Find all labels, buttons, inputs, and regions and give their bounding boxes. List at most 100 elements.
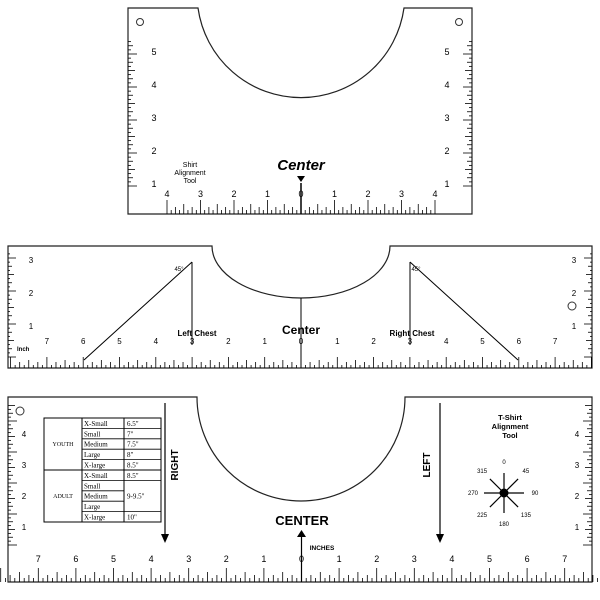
size-group-label: ADULT xyxy=(53,494,73,500)
bottom-center-label: CENTER xyxy=(275,513,329,528)
compass-label: 225 xyxy=(477,513,488,519)
top-ruler-hole-left xyxy=(136,18,144,26)
size-name: Large xyxy=(84,451,100,459)
compass-center-icon xyxy=(499,488,509,498)
mid-right-v-label: 3 xyxy=(572,256,577,265)
top-h-label: 2 xyxy=(365,189,370,199)
bot-h-label: 1 xyxy=(261,554,266,564)
top-right-v-label: 5 xyxy=(444,47,449,57)
size-name: Medium xyxy=(84,493,108,501)
mid-h-label: 4 xyxy=(444,337,449,346)
top-right-v-label: 2 xyxy=(444,146,449,156)
size-name: Medium xyxy=(84,441,108,449)
right-label: RIGHT xyxy=(170,449,181,480)
bot-left-v-label: 3 xyxy=(22,461,27,470)
mid-h-label: 1 xyxy=(262,337,267,346)
bottom-ruler: 76543210123456743214321 RIGHT LEFT CENTE… xyxy=(0,396,598,583)
top-right-v-label: 3 xyxy=(444,113,449,123)
size-value: 6.5" xyxy=(127,420,139,428)
mid-left-v-label: 1 xyxy=(29,322,34,331)
mid-h-label: 5 xyxy=(480,337,485,346)
mid-h-label: 2 xyxy=(371,337,376,346)
mid-h-label: 7 xyxy=(45,337,50,346)
bottom-brand-line-2: Alignment xyxy=(492,422,529,431)
right-chest-label: Right Chest xyxy=(390,329,435,338)
bot-h-label: 2 xyxy=(374,554,379,564)
bot-h-label: 5 xyxy=(487,554,492,564)
left-chest-label: Left Chest xyxy=(177,329,216,338)
top-h-label: 3 xyxy=(198,189,203,199)
bot-right-v-label: 3 xyxy=(575,461,580,470)
top-left-v-label: 3 xyxy=(151,113,156,123)
size-value: 8" xyxy=(127,451,134,459)
top-left-v-label: 5 xyxy=(151,47,156,57)
top-right-v-label: 4 xyxy=(444,80,449,90)
mid-h-label: 5 xyxy=(117,337,122,346)
top-center-arrow-icon xyxy=(297,176,305,182)
mid-unit-label: Inch xyxy=(17,347,30,353)
top-h-label: 3 xyxy=(399,189,404,199)
mid-left-v-label: 3 xyxy=(29,256,34,265)
top-ruler-outline xyxy=(127,7,473,215)
bot-h-label: 7 xyxy=(562,554,567,564)
top-h-label: 1 xyxy=(265,189,270,199)
inches-label: INCHES xyxy=(310,545,335,552)
size-group-label: YOUTH xyxy=(53,442,75,448)
compass-label: 45 xyxy=(523,469,530,475)
bottom-ruler-ticks xyxy=(0,405,598,582)
top-ruler-ticks xyxy=(128,41,472,214)
top-h-label: 4 xyxy=(432,189,437,199)
size-name: Small xyxy=(84,482,100,490)
bot-right-v-label: 2 xyxy=(575,492,580,501)
bot-h-label: 7 xyxy=(36,554,41,564)
mid-h-label: 4 xyxy=(154,337,159,346)
size-value: 7.5" xyxy=(127,441,139,449)
bot-h-label: 3 xyxy=(186,554,191,564)
size-value: 7" xyxy=(127,430,134,438)
bot-h-label: 3 xyxy=(412,554,417,564)
top-h-label: 2 xyxy=(231,189,236,199)
bot-right-v-label: 1 xyxy=(575,523,580,532)
size-name: Large xyxy=(84,503,100,511)
bot-h-label: 6 xyxy=(525,554,530,564)
size-value: 9-9.5" xyxy=(127,493,145,501)
bot-h-label: 1 xyxy=(337,554,342,564)
top-ruler-hole-right xyxy=(455,18,463,26)
size-value: 8.5" xyxy=(127,472,139,480)
bottom-center-arrow-icon xyxy=(297,530,306,537)
bot-right-v-label: 4 xyxy=(575,430,580,439)
compass-label: 0 xyxy=(502,460,506,466)
bot-left-v-label: 4 xyxy=(22,430,27,439)
bottom-brand-line-1: T-Shirt xyxy=(498,413,522,422)
bot-left-v-label: 2 xyxy=(22,492,27,501)
mid-right-v-label: 1 xyxy=(572,322,577,331)
top-ruler: 4321012345432154321 Shirt Alignment Tool… xyxy=(127,7,473,215)
bot-h-label: 4 xyxy=(449,554,454,564)
middle-ruler-hole xyxy=(567,301,577,311)
mid-right-v-label: 2 xyxy=(572,289,577,298)
top-right-v-label: 1 xyxy=(444,179,449,189)
size-name: Small xyxy=(84,430,100,438)
bottom-ruler-outline xyxy=(7,396,593,583)
top-brand-line-1: Shirt xyxy=(183,162,197,169)
right-chest-diagonal xyxy=(409,261,519,361)
compass-label: 180 xyxy=(499,522,510,528)
size-name: X-large xyxy=(84,514,105,522)
left-arrow-head-icon xyxy=(436,534,444,543)
bot-left-v-label: 1 xyxy=(22,523,27,532)
middle-ruler: 765432101234567321321 45° 45° Left Chest… xyxy=(7,245,593,369)
top-brand-line-2: Alignment xyxy=(174,170,205,177)
top-h-label: 4 xyxy=(164,189,169,199)
mid-left-v-label: 2 xyxy=(29,289,34,298)
top-left-v-label: 4 xyxy=(151,80,156,90)
mid-h-label: 7 xyxy=(553,337,558,346)
bot-h-label: 5 xyxy=(111,554,116,564)
mid-center-label: Center xyxy=(282,323,320,337)
bot-h-label: 6 xyxy=(73,554,78,564)
compass-label: 270 xyxy=(468,491,479,497)
angle-left-label: 45° xyxy=(174,267,184,273)
top-center-script: Center xyxy=(277,157,326,174)
